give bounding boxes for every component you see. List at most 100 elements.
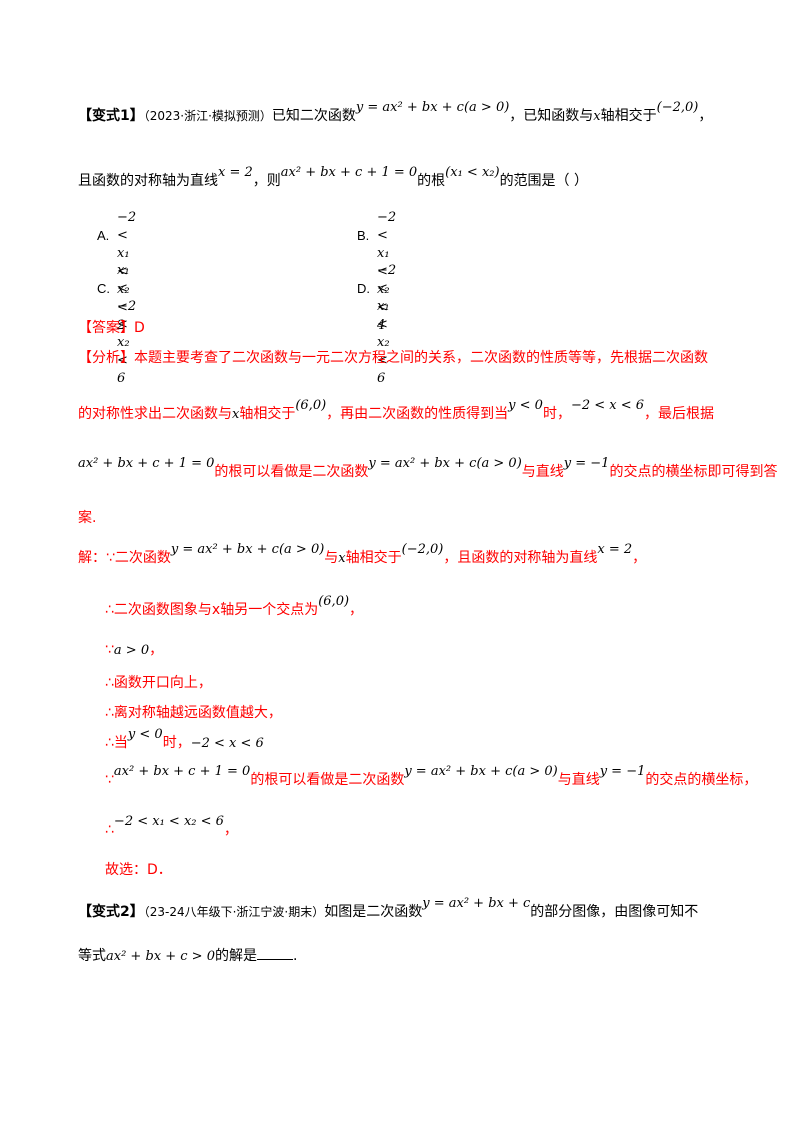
text: 时，	[162, 735, 191, 751]
text: ∴	[105, 822, 114, 838]
text: ，	[223, 822, 238, 838]
solution-line6: ∴当y < 0时，−2 < x < 6	[105, 727, 264, 754]
text: ，	[632, 550, 647, 566]
text: 与	[324, 550, 339, 566]
text: 且函数的对称轴为直线	[78, 173, 218, 189]
math-result: −2 < x₁ < x₂ < 6	[113, 814, 224, 829]
text: ，	[698, 108, 713, 124]
text: 的对称性求出二次函数与	[78, 406, 232, 422]
option-letter: C.	[97, 281, 110, 296]
analysis-line3: ax² + bx + c + 1 = 0的根可以看做是二次函数y = ax² +…	[78, 456, 778, 483]
option-expression: −2 < x₁ < x₂ < 4	[377, 210, 397, 333]
analysis-line2: 的对称性求出二次函数与x轴相交于(6,0)，再由二次函数的性质得到当y < 0时…	[78, 398, 715, 425]
answer: 【答案】D	[78, 318, 145, 338]
math-condition: y < 0	[508, 398, 543, 413]
math-point: (−2,0)	[656, 100, 699, 115]
text: 解：∵二次函数	[78, 550, 171, 566]
math-range: −2 < x < 6	[190, 736, 264, 751]
option-expression: −2 < x₁ < x₂ < 6	[377, 263, 397, 386]
text: ，且函数的对称轴为直线	[443, 550, 598, 566]
solution-line8: ∴−2 < x₁ < x₂ < 6，	[105, 814, 238, 841]
text: 如图是二次函数	[324, 904, 423, 920]
text: 的范围是（ ）	[499, 173, 589, 189]
variant2-line1: 【变式2】（23-24八年级下·浙江宁波·期末）如图是二次函数y = ax² +…	[78, 896, 699, 923]
text: 轴另一个交点为	[220, 602, 319, 618]
variant1-line1: 【变式1】（2023·浙江·模拟预测）已知二次函数y = ax² + bx + …	[78, 100, 713, 127]
text: 案.	[78, 510, 97, 526]
math-equation: ax² + bx + c + 1 = 0	[280, 165, 418, 180]
text: 的根可以看做是二次函数	[214, 464, 369, 480]
answer-value: D	[134, 320, 145, 336]
solution-line9: 故选：D．	[105, 860, 172, 880]
text: 轴相交于	[600, 108, 657, 124]
text: .	[292, 948, 298, 964]
option-letter: B.	[357, 228, 370, 243]
math-function: y = ax² + bx + c(a > 0)	[170, 542, 325, 557]
math-function: y = ax² + bx + c(a > 0)	[368, 456, 522, 471]
math-line: y = −1	[599, 764, 646, 779]
solution-line7: ∵ax² + bx + c + 1 = 0的根可以看做是二次函数y = ax² …	[105, 764, 758, 791]
math-axis: x = 2	[597, 542, 633, 557]
text: 故选：D．	[105, 862, 172, 878]
math-x: x	[593, 109, 601, 124]
math-condition: y < 0	[127, 727, 163, 742]
text: ∴函数开口向上，	[105, 675, 212, 691]
analysis-label: 【分析】	[78, 350, 134, 366]
text: 与直线	[557, 772, 600, 788]
math-point: (6,0)	[318, 594, 350, 609]
text: ∵	[105, 772, 114, 788]
math-equation: ax² + bx + c + 1 = 0	[78, 456, 215, 471]
variant2-source: （23-24八年级下·浙江宁波·期末）	[143, 905, 325, 919]
math-axis: x = 2	[218, 165, 253, 180]
text: ，最后根据	[644, 406, 715, 422]
text: 的解是	[214, 948, 257, 964]
solution-line4: ∴函数开口向上，	[105, 673, 212, 693]
text: 的交点的横坐标即可得到答	[609, 464, 778, 480]
math-inequality: ax² + bx + c > 0	[106, 949, 215, 964]
text: 已知二次函数	[271, 108, 356, 124]
text: ，再由二次函数的性质得到当	[326, 406, 509, 422]
text: 的根	[417, 173, 446, 189]
text: ，	[149, 642, 164, 658]
text: 等式	[78, 948, 106, 964]
math-function: y = ax² + bx + c(a > 0)	[355, 100, 510, 115]
math-x: x	[232, 407, 240, 422]
option-expression: −2 < x₁ < x₂ < 2	[117, 210, 137, 333]
text: ，	[349, 602, 364, 618]
math-line: y = −1	[563, 456, 610, 471]
text: 时，	[542, 406, 571, 422]
text: ∴二次函数图象与	[105, 602, 212, 618]
analysis-line1: 【分析】本题主要考查了二次函数与一元二次方程之间的关系，二次函数的性质等等，先根…	[78, 348, 708, 368]
text: ∴当	[105, 735, 128, 751]
text: 与直线	[521, 464, 564, 480]
math-equation: ax² + bx + c + 1 = 0	[113, 764, 251, 779]
text: ∴离对称轴越远函数值越大，	[105, 705, 282, 721]
solution-line5: ∴离对称轴越远函数值越大，	[105, 703, 282, 723]
option-expression: x₁ < −2 < x₂ < 6	[117, 263, 137, 386]
text: ，已知函数与	[509, 108, 594, 124]
analysis-line4: 案.	[78, 508, 96, 528]
text: ，则	[252, 173, 281, 189]
answer-label: 【答案】	[78, 320, 134, 336]
math-function: y = ax² + bx + c(a > 0)	[404, 764, 558, 779]
math-point: (6,0)	[295, 398, 327, 413]
math-roots: (x₁ < x₂)	[445, 165, 500, 180]
variant2-tag: 【变式2】	[78, 904, 144, 920]
solution-line3: ∵a > 0，	[105, 640, 163, 661]
solution-line2: ∴二次函数图象与x轴另一个交点为(6,0)，	[105, 594, 364, 621]
variant2-line2: 等式ax² + bx + c > 0的解是.	[78, 945, 297, 967]
text-x: x	[211, 602, 221, 618]
text: 本题主要考查了二次函数与一元二次方程之间的关系，二次函数的性质等等，先根据二次函…	[134, 350, 708, 366]
answer-blank[interactable]	[256, 945, 293, 960]
option-letter: A.	[97, 228, 110, 243]
option-letter: D.	[357, 281, 370, 296]
text: 的交点的横坐标，	[645, 772, 758, 788]
text: 轴相交于	[239, 406, 296, 422]
math-function: y = ax² + bx + c	[422, 896, 531, 911]
text: 的部分图像，由图像可知不	[530, 904, 699, 920]
text: ∵	[105, 642, 114, 658]
variant1-source: （2023·浙江·模拟预测）	[143, 109, 272, 123]
math-point: (−2,0)	[401, 542, 444, 557]
math-x: x	[338, 551, 346, 566]
solution-line1: 解：∵二次函数y = ax² + bx + c(a > 0)与x轴相交于(−2,…	[78, 542, 647, 569]
